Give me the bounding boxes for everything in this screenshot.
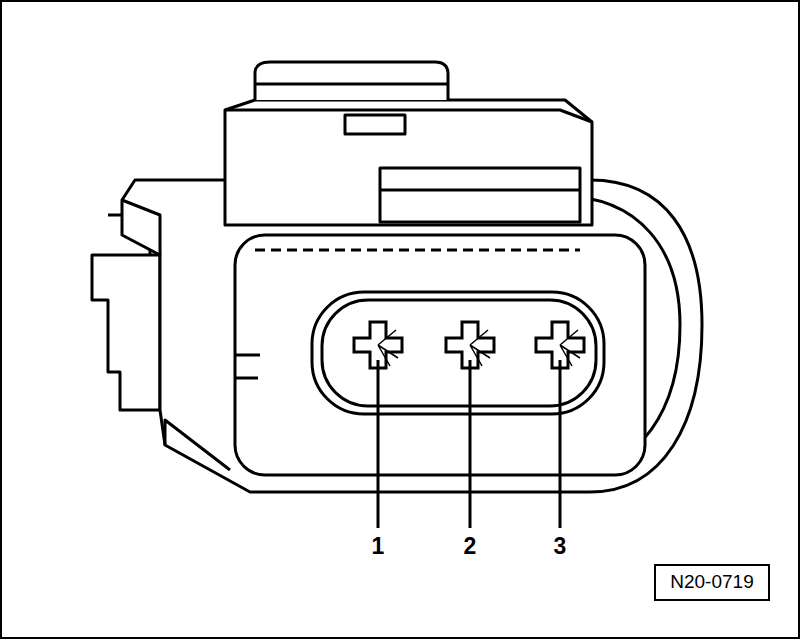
pin-detail [470, 330, 490, 366]
housing-flange [92, 255, 160, 410]
leader-line [377, 360, 380, 528]
pin-carrier-rim [322, 300, 596, 406]
latch-slot-edge [380, 189, 580, 192]
pin-detail [560, 330, 580, 366]
connector-housing [92, 62, 702, 492]
figure-code-box: N20-0719 [654, 564, 770, 601]
leader-line [559, 360, 562, 528]
latch-tab [255, 62, 448, 100]
socket-ridge [255, 249, 580, 252]
latch-tab-edge [255, 83, 448, 86]
latch-top-edge [225, 110, 592, 122]
pin-detail [378, 330, 398, 366]
socket-detail [235, 355, 260, 378]
callout-number: 2 [464, 535, 477, 558]
housing-edge [165, 420, 230, 470]
callout-number: 1 [372, 535, 385, 558]
figure-code: N20-0719 [670, 572, 753, 593]
housing-edge [122, 200, 160, 255]
latch-block [225, 100, 592, 225]
housing-body [122, 180, 702, 492]
leader-line [469, 360, 472, 528]
callout-number: 3 [554, 535, 567, 558]
latch-slot [380, 168, 580, 222]
latch-hole [345, 115, 405, 134]
socket-opening [235, 235, 645, 475]
leader-lines [378, 360, 560, 528]
